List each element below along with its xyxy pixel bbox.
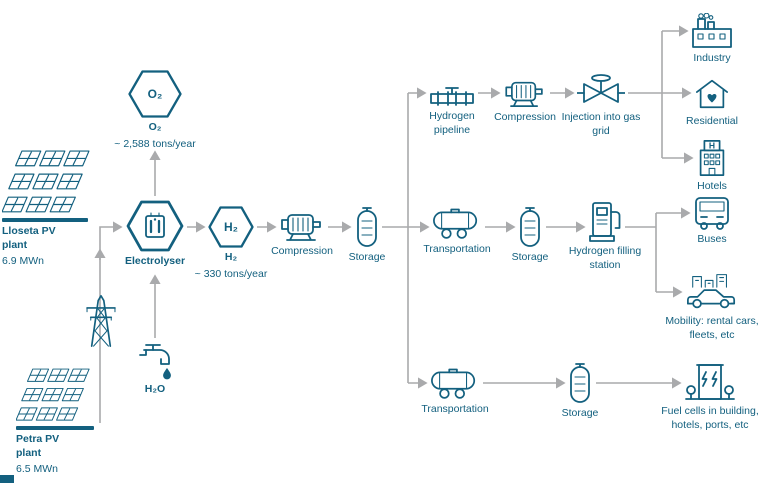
pipeline-label: Hydrogen pipeline — [429, 110, 475, 136]
svg-text:H: H — [709, 141, 715, 151]
injection-label: Injection into gas grid — [561, 111, 641, 137]
oxygen-label: O₂ — [148, 121, 162, 133]
transmission-tower-icon — [82, 294, 120, 348]
page-corner-mark — [0, 475, 14, 483]
hotel-icon: H — [696, 139, 728, 177]
oxygen-amount: ~ 2,588 tons/year — [114, 137, 196, 150]
transportation-label: Transportation — [421, 403, 489, 415]
residential-enduse: Residential — [674, 76, 750, 129]
oxygen-hexagon-icon: O₂ — [128, 70, 182, 118]
plant-name: Lloseta PV plant — [2, 225, 56, 251]
hydrogen-label: H₂ — [224, 251, 238, 263]
storage-tank-icon — [518, 206, 542, 248]
storage-tank-icon — [568, 362, 592, 404]
house-heart-icon — [694, 76, 730, 112]
oxygen-symbol: O₂ — [147, 87, 163, 101]
pipeline-icon — [429, 81, 475, 107]
bus-icon — [693, 196, 731, 230]
filling-station-label: Hydrogen filling station — [568, 245, 642, 271]
fuel-pump-icon — [588, 200, 622, 242]
hydrogen-output: H₂ H₂ ~ 330 tons/year — [181, 206, 281, 281]
industry-enduse: Industry — [672, 13, 752, 66]
tanker-truck-icon — [432, 206, 482, 240]
hydrogen-hexagon-icon: H₂ — [208, 206, 254, 248]
plant-capacity: 6.5 MWn — [16, 463, 59, 476]
storage-tank-icon — [355, 206, 379, 248]
storage-label: Storage — [511, 251, 549, 263]
mobility-label: Mobility: rental cars, fleets, etc — [665, 315, 759, 341]
water-input: H₂O — [125, 342, 185, 397]
car-city-icon — [685, 272, 739, 312]
storage-main: Storage — [337, 206, 397, 265]
ground-line — [2, 218, 88, 222]
storage-mid: Storage — [500, 206, 560, 265]
oxygen-output: O₂ O₂ ~ 2,588 tons/year — [95, 70, 215, 151]
fuel-cells-label: Fuel cells in building, hotels, ports, e… — [661, 405, 759, 431]
solar-panels-icon — [16, 368, 90, 423]
hydrogen-symbol: H₂ — [224, 220, 238, 234]
factory-icon — [691, 13, 733, 49]
compression-top: Compression — [485, 78, 565, 125]
valve-icon — [577, 70, 625, 108]
compression-main: Compression — [262, 210, 342, 259]
storage-label: Storage — [561, 407, 599, 419]
filling-station: Hydrogen filling station — [565, 200, 645, 272]
faucet-icon — [134, 342, 176, 380]
hotels-enduse: H Hotels — [677, 139, 747, 194]
storage-bottom: Storage — [550, 362, 610, 421]
residential-label: Residential — [686, 115, 738, 127]
plant-name: Petra PV plant — [16, 433, 60, 459]
mobility-enduse: Mobility: rental cars, fleets, etc — [662, 272, 762, 342]
transportation-bottom: Transportation — [410, 366, 500, 417]
compressor-icon — [503, 78, 547, 108]
fuel-cell-building-icon — [684, 362, 736, 402]
compression-label: Compression — [494, 111, 556, 123]
hydrogen-amount: ~ 330 tons/year — [194, 267, 268, 280]
electrolyser-label: Electrolyser — [124, 255, 186, 267]
ground-line — [16, 426, 94, 430]
buses-label: Buses — [697, 233, 727, 245]
hotels-label: Hotels — [697, 180, 727, 192]
compression-label: Compression — [271, 245, 333, 257]
industry-label: Industry — [693, 52, 731, 64]
transportation-mid: Transportation — [412, 206, 502, 257]
electrolyser: Electrolyser — [97, 200, 213, 269]
grid-connection — [82, 294, 120, 348]
water-label: H₂O — [144, 383, 166, 395]
fuel-cells-enduse: Fuel cells in building, hotels, ports, e… — [658, 362, 762, 432]
transportation-label: Transportation — [423, 243, 491, 255]
buses-enduse: Buses — [674, 196, 750, 247]
plant-capacity: 6.9 MWn — [2, 255, 45, 268]
electrolyser-icon — [126, 200, 184, 252]
storage-label: Storage — [348, 251, 386, 263]
solar-panels-icon — [2, 150, 90, 215]
gas-grid-injection: Injection into gas grid — [561, 70, 641, 138]
compressor-icon — [279, 210, 325, 242]
hydrogen-pipeline: Hydrogen pipeline — [414, 81, 490, 137]
pv-plant-lloseta: Lloseta PV plant 6.9 MWn — [2, 150, 98, 269]
tanker-truck-icon — [430, 366, 480, 400]
pv-plant-petra: Petra PV plant 6.5 MWn — [16, 368, 100, 477]
